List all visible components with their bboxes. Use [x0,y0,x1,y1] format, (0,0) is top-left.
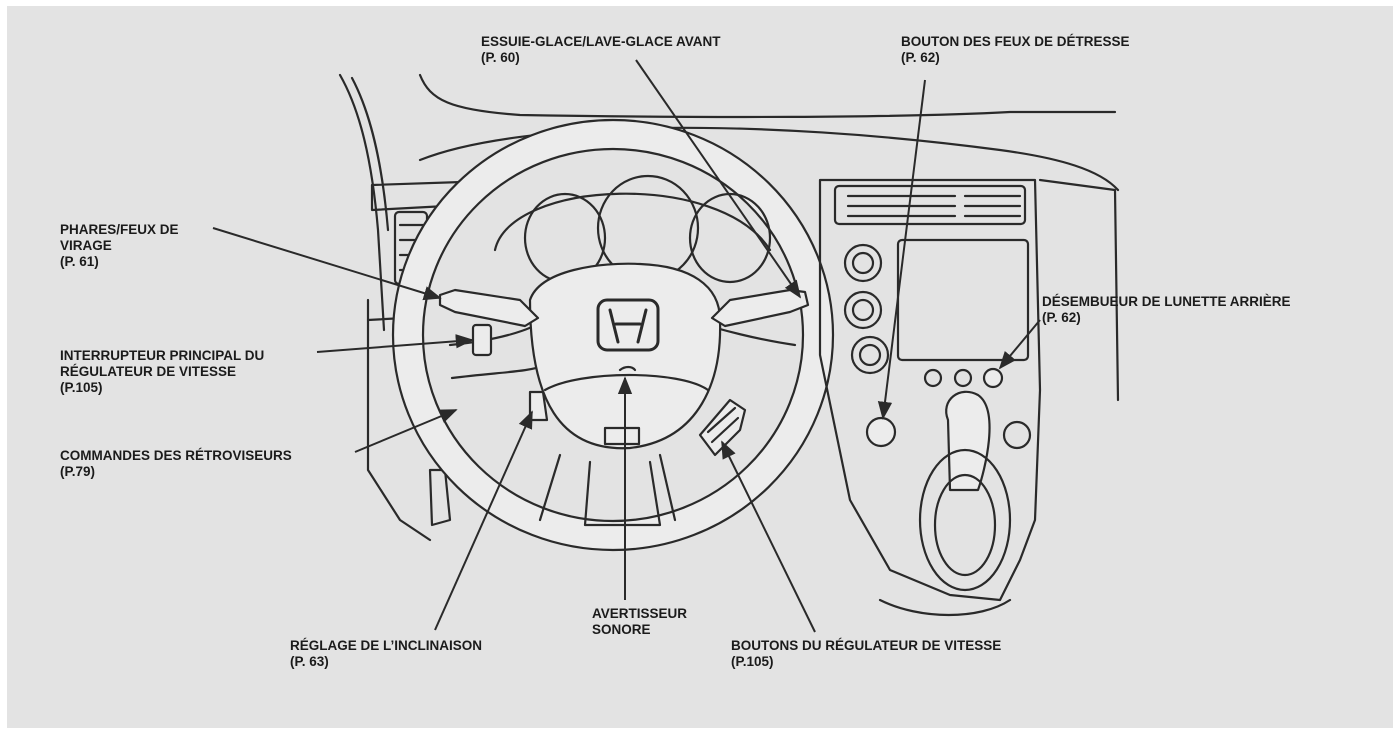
hazard-button [865,416,897,448]
defogger-button [982,367,1004,389]
label-tilt-adjustment: RÉGLAGE DE L’INCLINAISON (P. 63) [290,638,483,669]
label-rear-defogger: DÉSEMBUEUR DE LUNETTE ARRIÈRE (P. 62) [1042,294,1291,325]
headlight-stalk [438,288,540,328]
left-lower-panel [366,298,432,542]
leader-defogger [998,319,1041,370]
leader-headlights [212,227,442,301]
label-horn: AVERTISSEUR SONORE [592,606,688,637]
leader-cruise-buttons [721,440,816,633]
center-vent [833,184,1027,226]
label-cruise-main-switch: INTERRUPTEUR PRINCIPAL DU RÉGULATEUR DE … [60,348,265,395]
instrument-hood [493,192,772,252]
center-console [818,178,1042,602]
honda-logo [596,298,660,352]
tilt-lever [528,390,549,422]
airbag-pad [528,262,722,450]
a-pillar [338,73,386,332]
cruise-main-switch [471,323,493,357]
dash-top [418,73,1117,119]
label-mirror-controls: COMMANDES DES RÉTROVISEURS (P.79) [60,448,292,479]
label-windshield-wiper: ESSUIE-GLACE/LAVE-GLACE AVANT (P. 60) [481,34,721,65]
label-cruise-buttons: BOUTONS DU RÉGULATEUR DE VITESSE (P.105) [731,638,1002,669]
dash-hood [418,126,1120,192]
leader-cruise-main [316,334,474,353]
label-hazard-button: BOUTON DES FEUX DE DÉTRESSE (P. 62) [901,34,1130,65]
a-pillar-inner [350,76,390,232]
bottom-spoke [583,460,662,527]
leader-windshield [635,59,802,299]
leader-tilt [434,410,533,631]
leader-hazard [877,79,926,420]
wiper-stalk [710,288,810,328]
leader-mirrors [354,409,458,453]
label-headlights: PHARES/FEUX DE VIRAGE (P. 61) [60,222,179,269]
